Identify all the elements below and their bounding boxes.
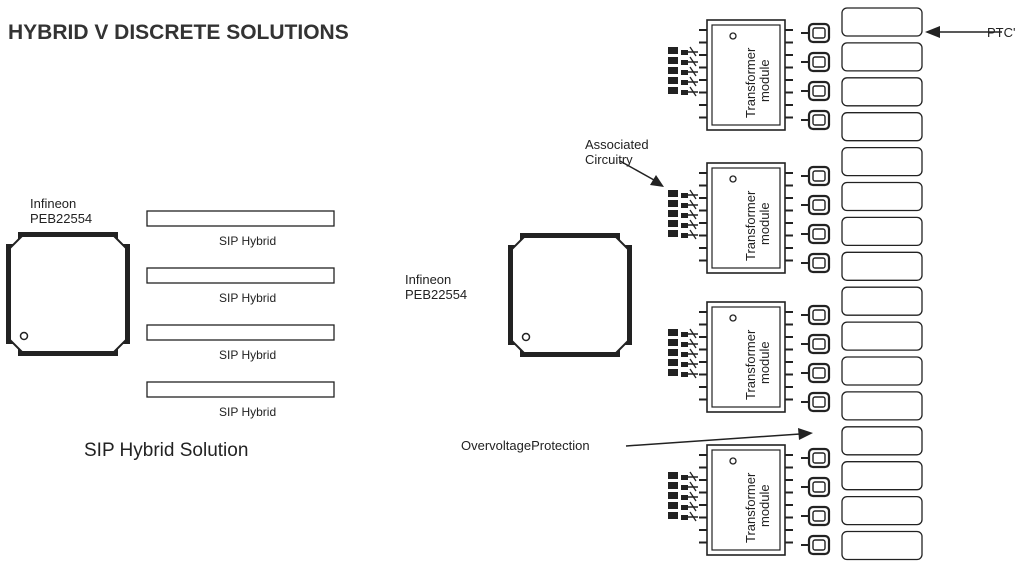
left-chip-label-line2: PEB22554 bbox=[30, 211, 92, 226]
transformer-label-line2: module bbox=[757, 59, 772, 102]
associated-callout-line bbox=[619, 160, 655, 181]
sip-hybrid-bar-3 bbox=[146, 324, 335, 341]
associated-circuitry-1 bbox=[668, 46, 698, 97]
protection-device-1 bbox=[801, 22, 831, 44]
right-chip-ic bbox=[508, 233, 632, 357]
ptc-device-13 bbox=[841, 426, 923, 456]
ptc-device-1 bbox=[841, 7, 923, 37]
transformer-label-line1: Transformer bbox=[743, 47, 758, 118]
protection-device-4 bbox=[801, 109, 831, 131]
ptc-label: PTC' bbox=[987, 25, 1015, 40]
ptc-device-3 bbox=[841, 77, 923, 107]
left-chip-ic bbox=[6, 232, 130, 356]
protection-device-10 bbox=[801, 333, 831, 355]
sip-hybrid-label-2: SIP Hybrid bbox=[219, 291, 276, 305]
sip-hybrid-caption: SIP Hybrid Solution bbox=[84, 440, 248, 461]
sip-hybrid-bar-1 bbox=[146, 210, 335, 227]
protection-device-11 bbox=[801, 362, 831, 384]
protection-device-3 bbox=[801, 80, 831, 102]
ptc-device-16 bbox=[841, 530, 923, 561]
protection-device-2 bbox=[801, 51, 831, 73]
associated-circuitry-4 bbox=[668, 471, 698, 522]
ptc-device-5 bbox=[841, 146, 923, 177]
overvoltage-protection-label: OvervoltageProtection bbox=[461, 438, 590, 453]
protection-device-13 bbox=[801, 447, 831, 469]
ptc-callout-arrowhead bbox=[925, 26, 940, 38]
protection-device-7 bbox=[801, 223, 831, 245]
left-chip-pin1-dot bbox=[19, 331, 29, 341]
ptc-device-8 bbox=[841, 251, 923, 281]
sip-hybrid-bar-2 bbox=[146, 267, 335, 284]
ptc-device-14 bbox=[841, 461, 923, 491]
protection-device-16 bbox=[801, 534, 831, 556]
ptc-device-2 bbox=[841, 42, 923, 72]
transformer-label-line2: module bbox=[757, 484, 772, 527]
sip-hybrid-bar-4 bbox=[146, 381, 335, 398]
protection-device-15 bbox=[801, 505, 831, 527]
sip-hybrid-label-4: SIP Hybrid bbox=[219, 405, 276, 419]
transformer-label-line1: Transformer bbox=[743, 190, 758, 261]
sip-hybrid-group: SIP Hybrid SIP Hybrid SIP Hybrid SIP Hyb… bbox=[146, 210, 335, 419]
associated-circuitry-line1: Associated bbox=[585, 137, 649, 152]
associated-callout-arrowhead bbox=[650, 175, 664, 187]
overvoltage-callout-line bbox=[625, 433, 801, 447]
right-chip-label-line1: Infineon bbox=[405, 272, 451, 287]
transformer-label-line1: Transformer bbox=[743, 329, 758, 400]
sip-hybrid-label-3: SIP Hybrid bbox=[219, 348, 276, 362]
ptc-device-4 bbox=[841, 112, 923, 142]
left-chip-label-line1: Infineon bbox=[30, 196, 76, 211]
transformer-label-line2: module bbox=[757, 202, 772, 245]
right-chip-body bbox=[511, 236, 629, 354]
ptc-device-6 bbox=[841, 181, 923, 212]
associated-circuitry-line2: Circuitry bbox=[585, 152, 633, 167]
protection-device-14 bbox=[801, 476, 831, 498]
left-chip-body bbox=[9, 235, 127, 353]
ptc-device-7 bbox=[841, 216, 923, 247]
protection-device-6 bbox=[801, 194, 831, 216]
overvoltage-callout-arrowhead bbox=[798, 428, 813, 440]
ptc-device-12 bbox=[841, 391, 923, 421]
overvoltage-protection-group bbox=[801, 22, 831, 556]
protection-device-12 bbox=[801, 391, 831, 413]
ptc-column bbox=[841, 7, 923, 561]
protection-device-8 bbox=[801, 252, 831, 274]
associated-circuitry-2 bbox=[668, 189, 698, 240]
sip-hybrid-label-1: SIP Hybrid bbox=[219, 234, 276, 248]
protection-device-5 bbox=[801, 165, 831, 187]
transformer-label-line2: module bbox=[757, 341, 772, 384]
right-chip-pin1-dot bbox=[521, 332, 531, 342]
page-title: HYBRID V DISCRETE SOLUTIONS bbox=[8, 21, 349, 44]
ptc-device-10 bbox=[841, 321, 923, 351]
ptc-device-15 bbox=[841, 495, 923, 526]
ptc-device-9 bbox=[841, 286, 923, 316]
ptc-device-11 bbox=[841, 356, 923, 386]
associated-circuitry-3 bbox=[668, 328, 698, 379]
transformer-label-line1: Transformer bbox=[743, 472, 758, 543]
protection-device-9 bbox=[801, 304, 831, 326]
right-chip-label-line2: PEB22554 bbox=[405, 287, 467, 302]
